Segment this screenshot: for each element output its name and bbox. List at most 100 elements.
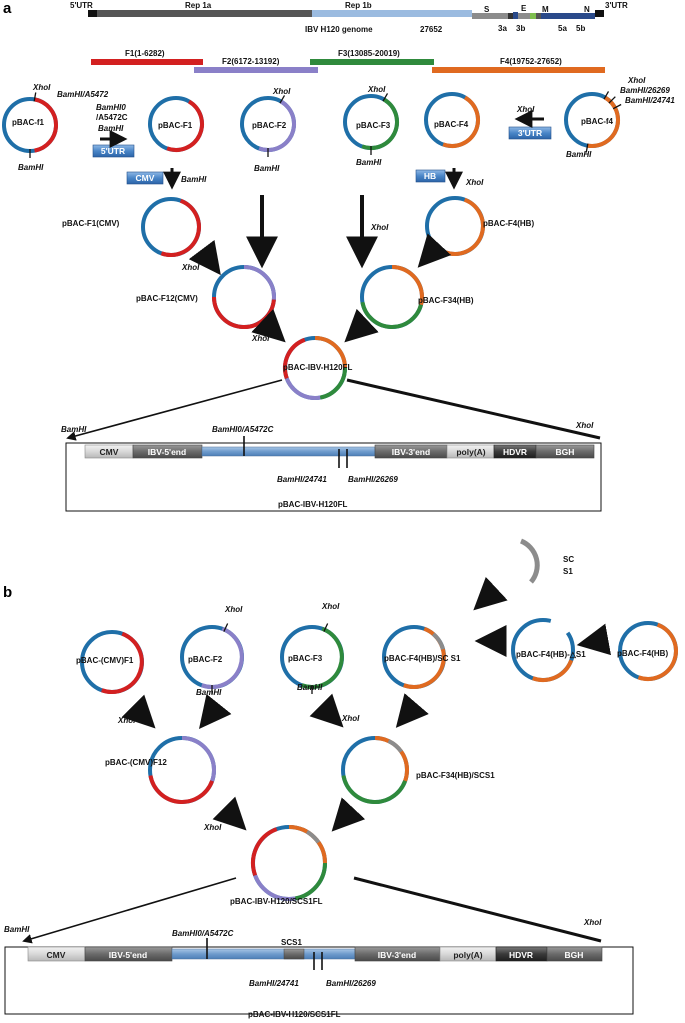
- ibv-3end-label: IBV-3'end: [392, 447, 430, 457]
- xhoi-label: XhoI: [251, 334, 270, 343]
- construct-bamhi-26269-label: BamHI/26269: [348, 475, 398, 484]
- e-gene-label: E: [521, 4, 527, 13]
- restriction-site-tick: [382, 93, 389, 102]
- polya-segment-label: poly(A): [456, 447, 485, 457]
- restriction-site-tick: [608, 96, 616, 104]
- 5b-gene: [536, 13, 541, 19]
- plasmid-pbac-f3: [343, 93, 399, 155]
- plasmid-insert-f2: [201, 626, 244, 689]
- genome-5utr-block: [88, 10, 97, 17]
- ibv-genome-segment: [201, 446, 376, 457]
- xhoi-label: XhoI: [627, 76, 646, 85]
- pbac-f4-hb-ds1-label: pBAC-F4(HB)-△S1: [516, 650, 586, 659]
- restriction-site-tick: [279, 95, 286, 104]
- construct-xhoi-label: XhoI: [575, 421, 594, 430]
- plasmid-insert-f1: [160, 198, 201, 257]
- n-gene-label: N: [584, 5, 590, 14]
- 5a-gene-label: 5a: [558, 24, 567, 33]
- genome-title: IBV H120 genome: [305, 25, 373, 34]
- plasmid-insert-f4: [444, 197, 485, 256]
- plasmid-pbac-f4-hb: [618, 621, 678, 681]
- bamhi-24741-label: BamHI/24741: [625, 96, 675, 105]
- expansion-line-right: [353, 876, 602, 943]
- panel-b-labels: XhoI XhoI pBAC-(CMV)F1 pBAC-F2 BamHI pBA…: [76, 602, 668, 906]
- genome-5utr-label: 5'UTR: [70, 1, 93, 10]
- xhoi-label: XhoI: [117, 716, 136, 725]
- m-gene: [518, 13, 530, 19]
- plasmid-insert-f4: [587, 95, 620, 148]
- arrow-left: [576, 623, 612, 656]
- arrow-diagonal: [417, 233, 452, 268]
- arrow-diagonal: [199, 694, 232, 729]
- fragment-f1-label: F1(1-6282): [125, 49, 165, 58]
- plasmid-pbac-f1-small: [2, 92, 59, 158]
- bamhi0-label-line1: BamHI0: [96, 103, 126, 112]
- plasmid-pbac-f1-cmv: [141, 197, 201, 257]
- construct-bamhi-24741-label: BamHI/24741: [277, 475, 327, 484]
- bamhi-label: BamHI: [356, 158, 382, 167]
- plasmid-pbac-f2: [180, 623, 244, 694]
- construct-bamhi-26269-label: BamHI/26269: [326, 979, 376, 988]
- bamhi-26269-label: BamHI/26269: [620, 86, 670, 95]
- pbac-f12-cmv-label: pBAC-F12(CMV): [136, 294, 198, 303]
- arrow-diagonal: [188, 239, 221, 276]
- plasmid-insert-f4: [532, 659, 574, 682]
- restriction-site-tick: [585, 143, 589, 153]
- plasmid-insert-f1: [166, 99, 204, 152]
- ibv-genome-map: 5'UTR 3'UTR Rep 1a Rep 1b IBV H120 genom…: [70, 1, 628, 34]
- construct-a: CMV IBV-5'end IBV-3'end poly(A) HDVR BGH…: [61, 421, 602, 512]
- pbac-cmv-f1-label: pBAC-(CMV)F1: [76, 656, 134, 665]
- construct-a-name: pBAC-IBV-H120FL: [278, 500, 347, 509]
- plasmid-pbac-f2: [240, 95, 296, 157]
- construct-bamhi0-label: BamHI0/A5472C: [172, 929, 234, 938]
- arrow-diagonal: [331, 797, 366, 832]
- bgh-segment-label: BGH: [556, 447, 575, 457]
- scs1-label-line2: S1: [563, 567, 573, 576]
- bamhi-label: BamHI: [196, 688, 222, 697]
- plasmid-insert-f1: [148, 775, 214, 804]
- bgh-segment: [535, 444, 595, 459]
- cmv-segment-label: CMV: [47, 950, 66, 960]
- plasmid-insert-scs1: [305, 830, 321, 844]
- genome-length: 27652: [420, 25, 443, 34]
- construct-b-name: pBAC-IBV-H120/SCS1FL: [248, 1010, 341, 1019]
- arrow-diagonal: [121, 694, 156, 729]
- pbac-cmv-f12-label: pBAC-(CMV)F12: [105, 758, 167, 767]
- bgh-segment-label: BGH: [565, 950, 584, 960]
- plasmid-insert-f2: [284, 377, 321, 400]
- e-gene: [513, 12, 518, 19]
- expansion-line-right: [346, 378, 601, 440]
- plasmid-pbac-f3: [280, 623, 344, 694]
- plasmid-pbac-f4-hb: [425, 196, 485, 256]
- construct-b: CMV IBV-5'end IBV-3'end poly(A) HDVR BGH…: [4, 918, 634, 1019]
- pbac-f2-label: pBAC-F2: [188, 655, 223, 664]
- pbac-f1-small-label: pBAC-f1: [12, 118, 45, 127]
- fragment-f2-label: F2(6172-13192): [222, 57, 280, 66]
- xhoi-label: XhoI: [367, 85, 386, 94]
- plasmid-insert-f2: [181, 736, 216, 782]
- polya-segment-label: poly(A): [453, 950, 482, 960]
- plasmid-pbac-f34-scs1: [341, 736, 409, 804]
- plasmid-insert-f1: [34, 97, 59, 153]
- expansion-line-left: [22, 877, 237, 944]
- xhoi-label: XhoI: [32, 83, 51, 92]
- rep1a-segment: [97, 10, 312, 17]
- pbac-f3-label: pBAC-F3: [288, 654, 323, 663]
- plasmid-insert-f3: [361, 97, 399, 150]
- plasmid-pbac-f4-hb-scs1: [382, 625, 446, 689]
- plasmid-pbac-f4-hb-ds1: [511, 618, 575, 682]
- scs1-segment: [283, 948, 305, 960]
- pbac-full-label: pBAC-IBV-H120/SCS1FL: [230, 897, 323, 906]
- arrow-diagonal: [395, 693, 429, 728]
- hdvr-segment-label: HDVR: [503, 447, 527, 457]
- rep1b-segment: [312, 10, 472, 17]
- plasmid-insert-f1: [212, 296, 276, 330]
- bamhi-a5472-label: BamHI/A5472: [57, 90, 109, 99]
- xhoi-label: XhoI: [181, 263, 200, 272]
- construct-b-frame: [4, 946, 634, 1015]
- box-3utr-label: 3'UTR: [518, 128, 542, 138]
- scs1-label-line1: SC: [563, 555, 574, 564]
- cmv-segment-label: CMV: [100, 447, 119, 457]
- plasmid-insert-f4: [637, 622, 678, 681]
- plasmid-insert-f3: [301, 626, 344, 689]
